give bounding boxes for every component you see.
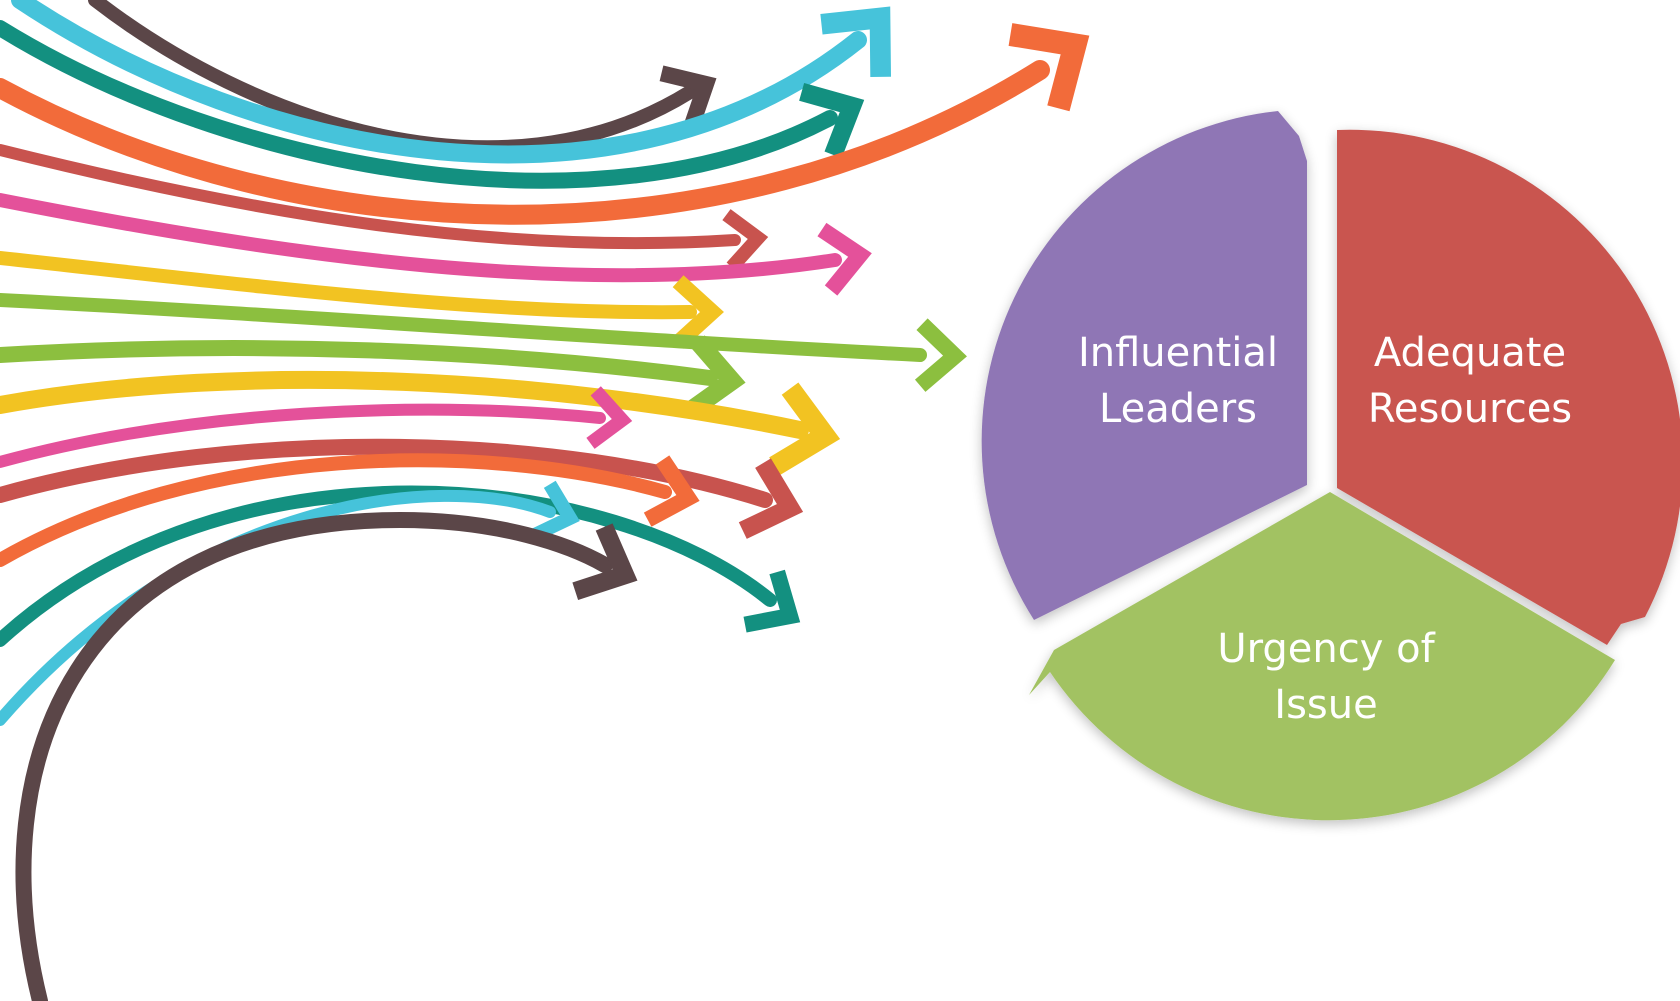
- arrow-head-13: [643, 455, 700, 527]
- arrow-shaft-10: [0, 370, 809, 439]
- arrow-shaft-1: [88, 0, 697, 155]
- arrow-shaft-3: [0, 20, 838, 189]
- arrow-shaft-16: [15, 511, 613, 1001]
- arrow-head-3: [799, 82, 865, 159]
- arrow-head-2: [820, 6, 892, 77]
- arrow-head-10: [769, 382, 841, 476]
- arrow-head-16: [572, 523, 638, 600]
- arrow-head-9: [684, 335, 746, 419]
- segment-adequate-resources: [1337, 129, 1680, 645]
- arrow-head-6: [817, 222, 872, 296]
- label-influential: Influential: [1078, 330, 1278, 376]
- decorative-arrows: [0, 0, 1090, 1001]
- label-issue: Issue: [1274, 682, 1377, 728]
- arrow-head-1: [659, 65, 717, 130]
- label-adequate: Adequate: [1374, 330, 1566, 376]
- arrow-head-4: [1008, 23, 1090, 112]
- arrow-head-7: [672, 275, 724, 349]
- arrow-head-15: [531, 480, 580, 542]
- arrow-shaft-8: [0, 293, 927, 362]
- arrow-shaft-4: [0, 60, 1050, 225]
- arrow-shaft-2: [11, 0, 867, 164]
- label-resources: Resources: [1368, 386, 1572, 432]
- arrow-shaft-9: [0, 340, 718, 386]
- segment-influential-leaders: [981, 111, 1307, 620]
- segment-urgency-of-issue: [1029, 492, 1615, 821]
- cycle-diagram: Influential Leaders Adequate Resources U…: [981, 111, 1680, 821]
- arrow-shaft-7: [0, 251, 697, 320]
- arrow-head-5: [722, 209, 769, 272]
- arrow-shaft-13: [0, 453, 672, 567]
- label-leaders: Leaders: [1099, 386, 1257, 432]
- arrow-shaft-6: [0, 193, 842, 283]
- arrow-head-11: [586, 386, 633, 449]
- arrow-head-8: [914, 318, 967, 392]
- arrow-shaft-11: [0, 403, 606, 468]
- label-urgency-of: Urgency of: [1217, 626, 1435, 672]
- arrow-shaft-15: [0, 489, 556, 726]
- arrow-head-14: [743, 569, 801, 633]
- arrow-shaft-5: [0, 144, 741, 250]
- arrow-head-12: [738, 458, 804, 539]
